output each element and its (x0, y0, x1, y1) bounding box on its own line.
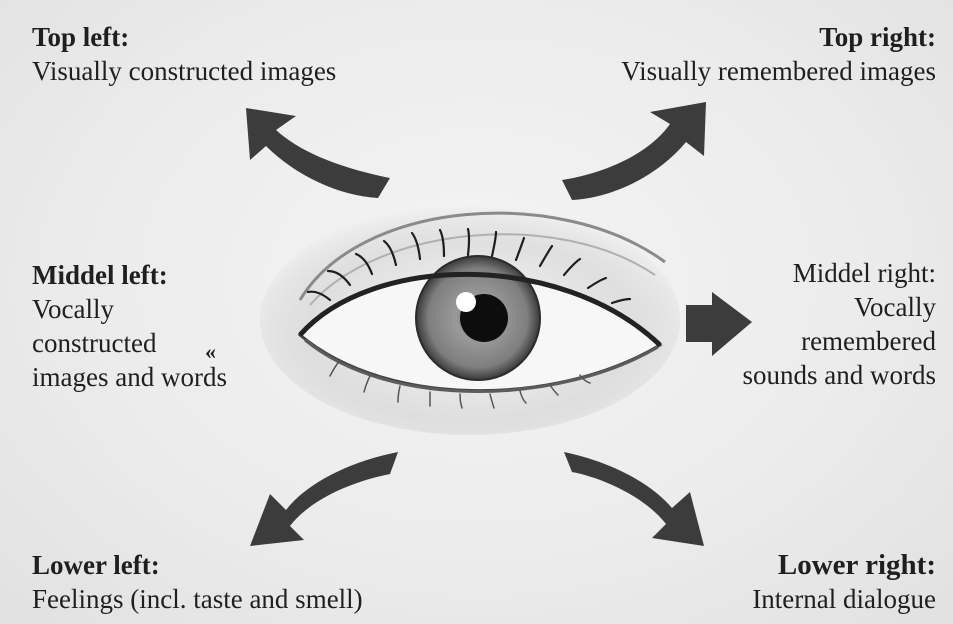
label-middle-left-line1: Vocally (32, 292, 292, 326)
label-lower-right-text: Internal dialogue (752, 582, 936, 616)
label-top-left-heading: Top left: (32, 20, 336, 54)
label-middle-left-line3: images and words (32, 360, 292, 394)
label-middle-right-line3: sounds and words (743, 358, 937, 392)
label-lower-left: Lower left: Feelings (incl. taste and sm… (32, 548, 363, 616)
label-lower-right: Lower right: Internal dialogue (752, 548, 936, 616)
label-middle-left: Middel left: Vocally constructed images … (32, 258, 292, 394)
label-top-right-text: Visually remembered images (621, 54, 936, 88)
arrow-down-right-icon (564, 452, 704, 546)
label-middle-right-line1: Vocally (743, 290, 937, 324)
label-middle-right: Middel right: Vocally remembered sounds … (743, 256, 937, 392)
label-lower-left-heading: Lower left: (32, 548, 363, 582)
label-top-right: Top right: Visually remembered images (621, 20, 936, 88)
label-lower-left-text: Feelings (incl. taste and smell) (32, 582, 363, 616)
label-top-left: Top left: Visually constructed images (32, 20, 336, 88)
label-top-right-heading: Top right: (621, 20, 936, 54)
arrow-down-left-icon (250, 452, 398, 546)
label-middle-left-heading: Middel left: (32, 258, 292, 292)
label-middle-right-line2: remembered (743, 324, 937, 358)
eye-icon (260, 205, 680, 435)
arrow-up-right-icon (562, 102, 706, 200)
arrow-up-left-icon (246, 108, 390, 198)
label-middle-right-heading: Middel right: (743, 256, 937, 290)
label-lower-right-heading: Lower right: (752, 548, 936, 582)
label-middle-left-line2: constructed (32, 326, 292, 360)
label-top-left-text: Visually constructed images (32, 54, 336, 88)
guillemet-marker: « (205, 341, 216, 363)
